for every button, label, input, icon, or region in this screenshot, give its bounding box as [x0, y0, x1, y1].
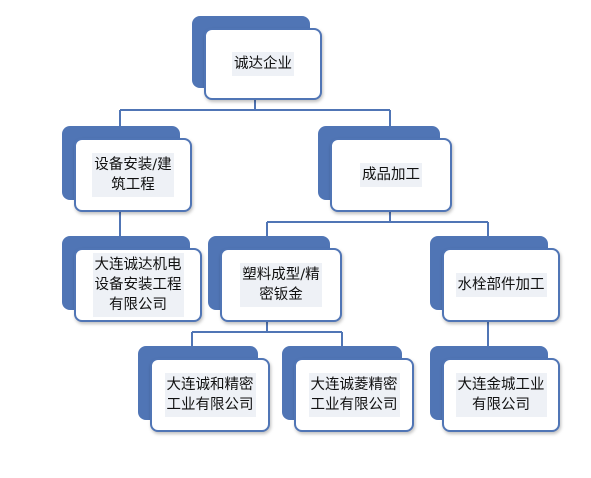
node-label: 大连诚达机电 设备安装工程 有限公司 — [92, 253, 184, 317]
node-label: 大连金城工业 有限公司 — [455, 373, 547, 417]
node-install: 设备安装/建 筑工程 — [62, 126, 192, 212]
node-chenghe: 大连诚和精密 工业有限公司 — [138, 346, 270, 432]
node-jincheng: 大连金城工业 有限公司 — [430, 346, 560, 432]
node-plastic: 塑料成型/精 密钣金 — [208, 236, 342, 322]
node-dalian-chengda: 大连诚达机电 设备安装工程 有限公司 — [62, 236, 202, 322]
node-label: 大连诚和精密 工业有限公司 — [164, 373, 256, 417]
node-label: 诚达企业 — [232, 52, 294, 76]
node-label: 设备安装/建 筑工程 — [92, 153, 174, 197]
connector-plastic — [191, 322, 343, 346]
node-root: 诚达企业 — [192, 16, 322, 100]
node-label: 大连诚菱精密 工业有限公司 — [308, 373, 400, 417]
node-products: 成品加工 — [318, 126, 452, 212]
connector-products — [266, 212, 489, 236]
node-label: 成品加工 — [360, 163, 422, 187]
node-label: 水栓部件加工 — [455, 273, 547, 297]
connector-root — [119, 100, 391, 126]
node-chengling: 大连诚菱精密 工业有限公司 — [282, 346, 414, 432]
node-label: 塑料成型/精 密钣金 — [240, 263, 322, 307]
node-box — [204, 28, 322, 100]
node-valve: 水栓部件加工 — [430, 236, 560, 322]
